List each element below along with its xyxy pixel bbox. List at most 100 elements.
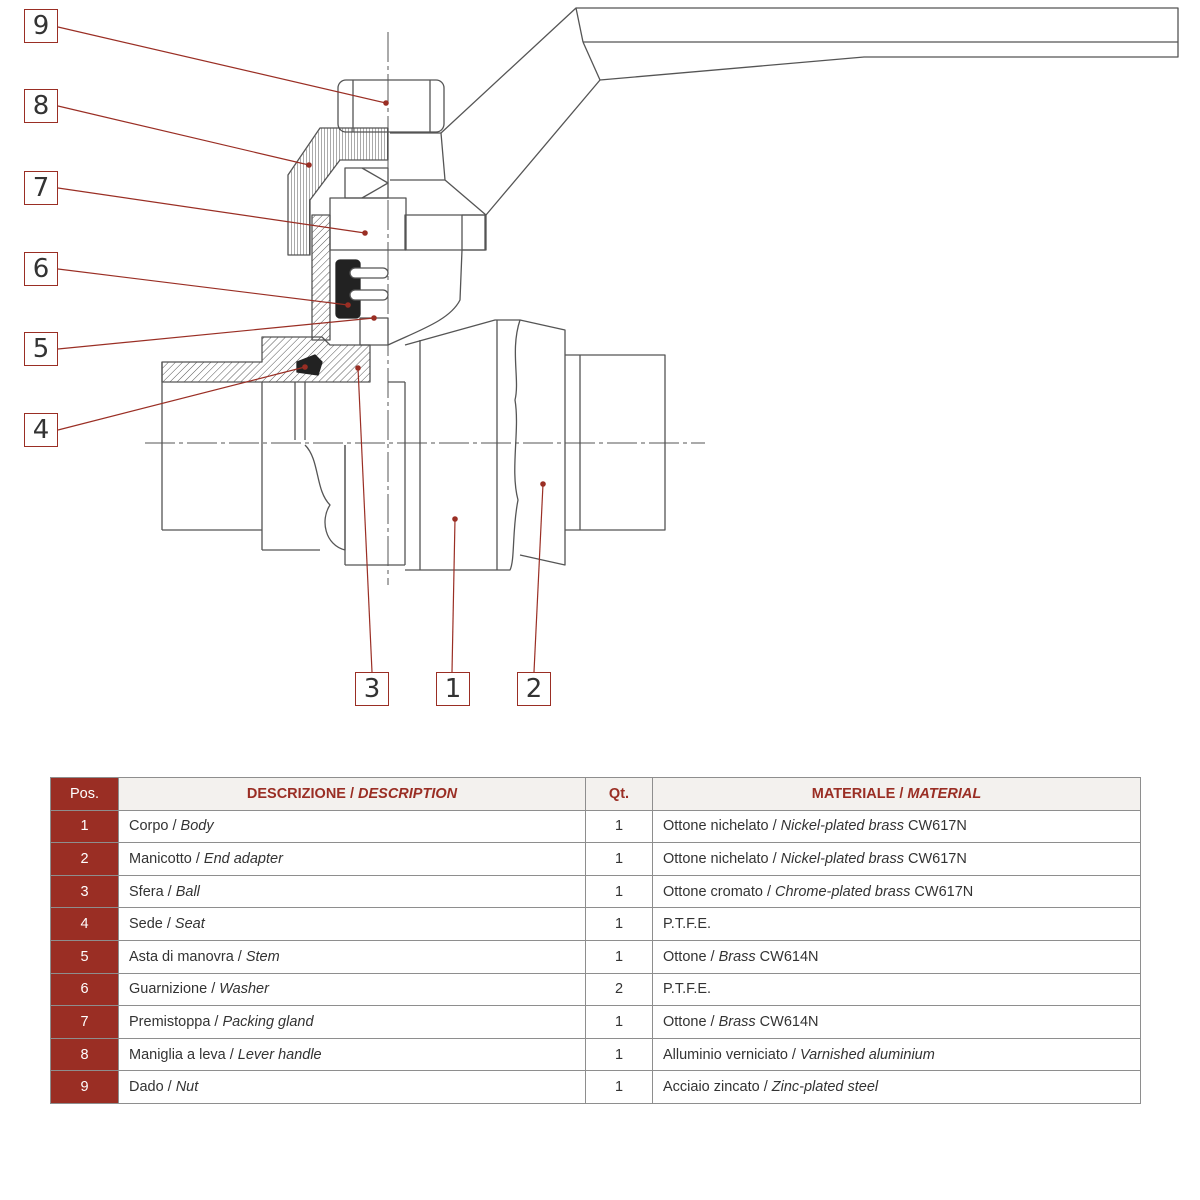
stem-shape xyxy=(311,214,389,346)
description-it: Dado xyxy=(129,1079,164,1096)
cell-description: Manicotto/End adapter xyxy=(118,842,586,876)
description-en: Body xyxy=(180,818,214,835)
material-it: Alluminio verniciato xyxy=(663,1046,788,1063)
separator: / xyxy=(214,1013,219,1030)
cell-description: Dado/Nut xyxy=(118,1070,586,1104)
separator: / xyxy=(710,948,715,965)
separator: / xyxy=(763,1079,768,1096)
material-code: CW617N xyxy=(907,850,967,867)
cell-pos: 6 xyxy=(50,972,119,1007)
cell-material: Ottone cromato/Chrome-plated brass CW617… xyxy=(652,874,1141,909)
cell-material: Alluminio verniciato/Varnished aluminium xyxy=(652,1037,1141,1072)
cell-qty: 1 xyxy=(585,939,653,974)
header-description-it: DESCRIZIONE xyxy=(246,785,346,802)
header-material-it: MATERIALE xyxy=(811,785,896,802)
description-it: Sfera xyxy=(129,883,164,900)
header-separator: / xyxy=(899,785,904,802)
header-description-en: DESCRIPTION xyxy=(358,785,458,802)
cell-material: Ottone/Brass CW614N xyxy=(652,939,1141,974)
description-en: Stem xyxy=(245,948,280,965)
separator: / xyxy=(211,981,216,998)
header-description: DESCRIZIONE/DESCRIPTION xyxy=(118,777,586,811)
end-adapter-section-shape xyxy=(161,336,406,566)
separator: / xyxy=(167,883,172,900)
cell-pos: 4 xyxy=(50,907,119,941)
lever-handle-shape xyxy=(390,7,1179,216)
material-code: CW617N xyxy=(907,818,967,835)
cell-qty: 1 xyxy=(585,809,653,844)
cell-pos: 9 xyxy=(50,1070,119,1104)
cell-description: Asta di manovra/Stem xyxy=(118,939,586,974)
header-qty: Qt. xyxy=(585,777,653,811)
description-en: Nut xyxy=(175,1079,199,1096)
material-en: Brass xyxy=(718,1013,756,1030)
cell-material: Acciaio zincato/Zinc-plated steel xyxy=(652,1070,1141,1104)
callout-1: 1 xyxy=(436,672,470,706)
material-it: Ottone xyxy=(663,1013,707,1030)
material-code: CW614N xyxy=(759,948,819,965)
description-en: Packing gland xyxy=(222,1013,314,1030)
material-code: CW614N xyxy=(759,1013,819,1030)
separator: / xyxy=(167,1079,172,1096)
material-it: Ottone nichelato xyxy=(663,818,769,835)
header-material: MATERIALE/MATERIAL xyxy=(652,777,1141,811)
cell-pos: 3 xyxy=(50,874,119,909)
cell-material: Ottone/Brass CW614N xyxy=(652,1005,1141,1039)
material-it: Acciaio zincato xyxy=(663,1079,760,1096)
description-it: Manicotto xyxy=(129,850,192,867)
material-en: Varnished aluminium xyxy=(799,1046,935,1063)
cell-qty: 1 xyxy=(585,842,653,876)
description-it: Corpo xyxy=(129,818,169,835)
separator: / xyxy=(772,818,777,835)
material-en: Nickel-plated brass xyxy=(780,850,904,867)
description-it: Maniglia a leva xyxy=(129,1046,226,1063)
description-en: End adapter xyxy=(203,850,283,867)
separator: / xyxy=(791,1046,796,1063)
cell-qty: 1 xyxy=(585,1070,653,1104)
description-it: Guarnizione xyxy=(129,981,208,998)
separator: / xyxy=(195,850,200,867)
callout-5: 5 xyxy=(24,332,58,366)
cell-qty: 1 xyxy=(585,1037,653,1072)
description-en: Lever handle xyxy=(237,1046,322,1063)
cell-description: Maniglia a leva/Lever handle xyxy=(118,1037,586,1072)
callout-8: 8 xyxy=(24,89,58,123)
material-en: Chrome-plated brass xyxy=(774,883,911,900)
description-en: Seat xyxy=(174,916,205,933)
parts-table: Pos. DESCRIZIONE/DESCRIPTION Qt. MATERIA… xyxy=(50,777,1141,1104)
callout-7: 7 xyxy=(24,171,58,205)
cell-material: Ottone nichelato/Nickel-plated brass CW6… xyxy=(652,809,1141,844)
material-it: Ottone xyxy=(663,948,707,965)
cell-pos: 7 xyxy=(50,1005,119,1039)
callout-9: 9 xyxy=(24,9,58,43)
cell-description: Premistoppa/Packing gland xyxy=(118,1005,586,1039)
separator: / xyxy=(710,1013,715,1030)
material-it: Ottone cromato xyxy=(663,883,763,900)
ball-valve-diagram xyxy=(57,7,1179,673)
cell-material: Ottone nichelato/Nickel-plated brass CW6… xyxy=(652,842,1141,876)
callout-6: 6 xyxy=(24,252,58,286)
material-en: Zinc-plated steel xyxy=(771,1079,879,1096)
header-material-en: MATERIAL xyxy=(907,785,982,802)
cell-description: Sede/Seat xyxy=(118,907,586,941)
cell-qty: 1 xyxy=(585,907,653,941)
cell-description: Corpo/Body xyxy=(118,809,586,844)
valve-body-shape xyxy=(387,249,666,571)
description-it: Premistoppa xyxy=(129,1013,211,1030)
table-header-row: Pos. DESCRIZIONE/DESCRIPTION Qt. MATERIA… xyxy=(50,777,1141,811)
callout-4: 4 xyxy=(24,413,58,447)
separator: / xyxy=(237,948,242,965)
cell-pos: 8 xyxy=(50,1037,119,1072)
description-it: Asta di manovra xyxy=(129,948,234,965)
cell-qty: 1 xyxy=(585,874,653,909)
cell-description: Sfera/Ball xyxy=(118,874,586,909)
cell-pos: 2 xyxy=(50,842,119,876)
